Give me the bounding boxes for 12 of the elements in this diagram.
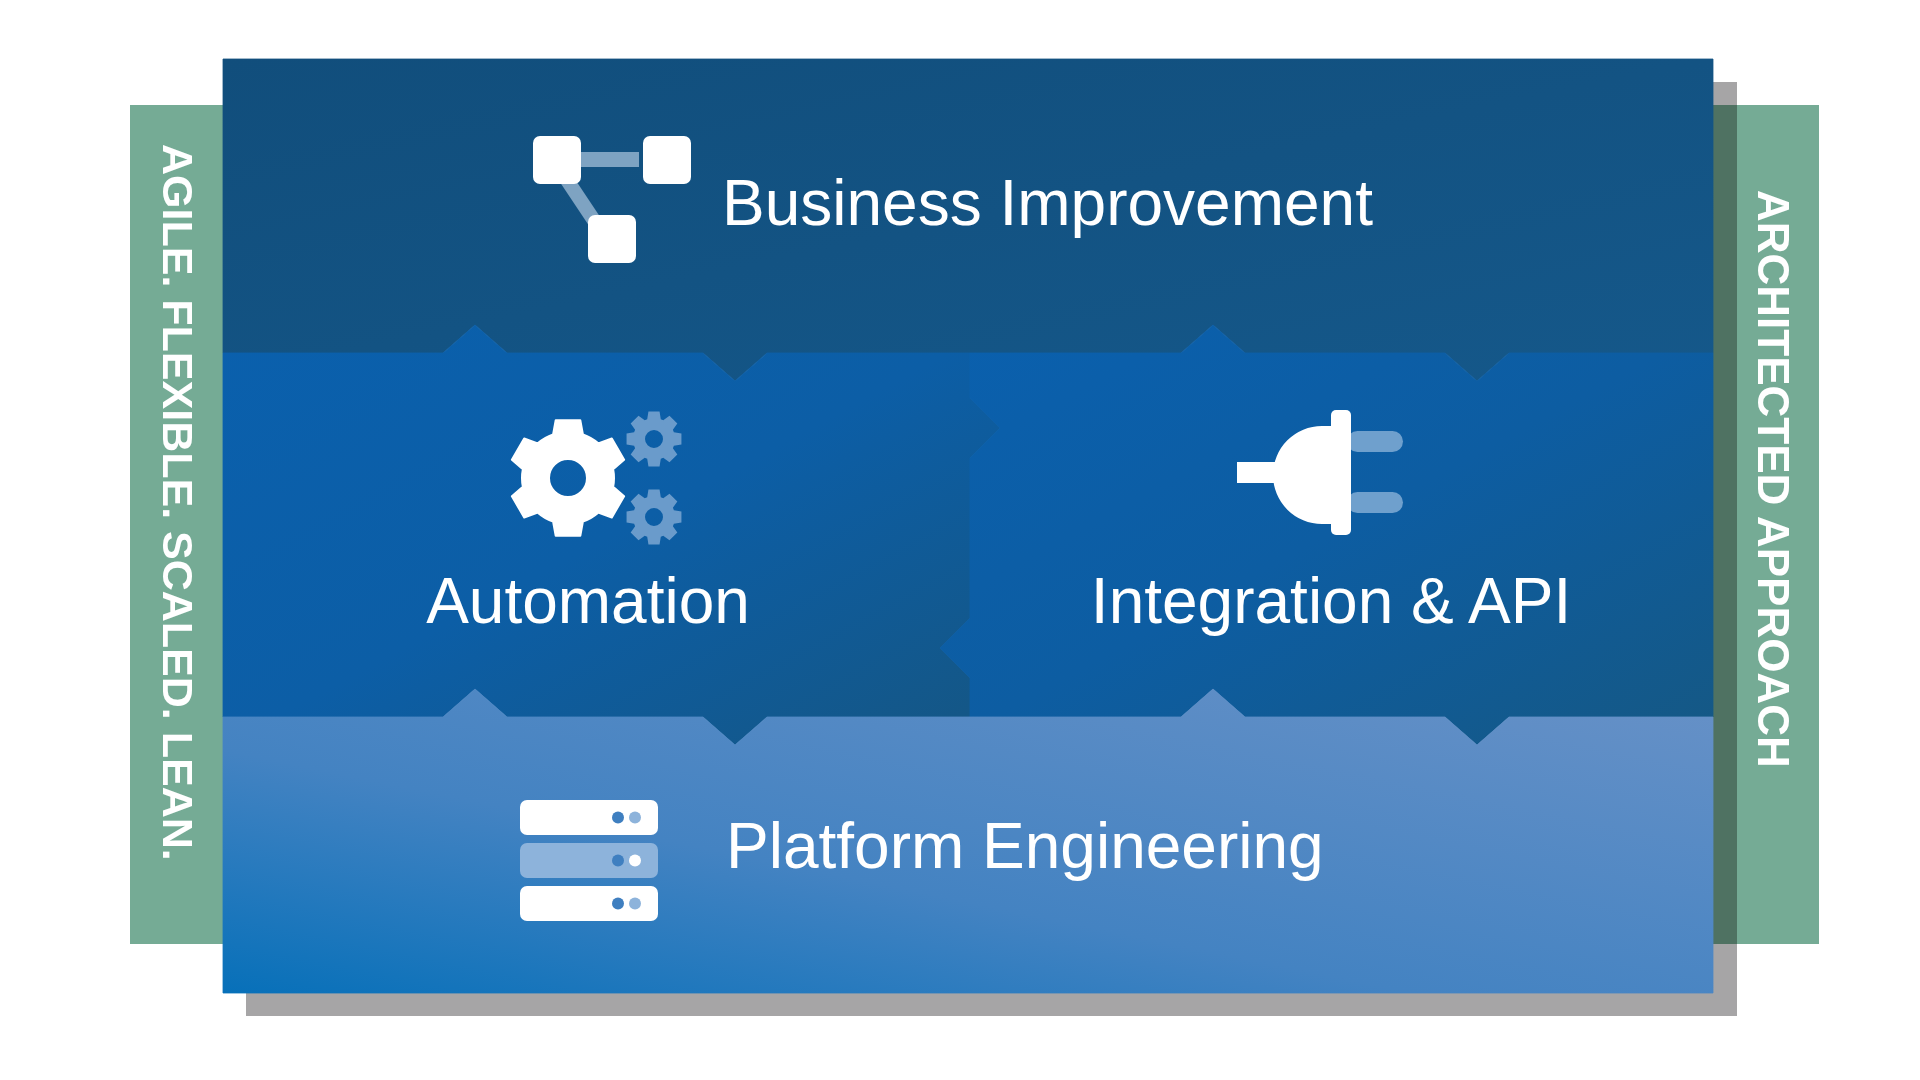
panel-heading: Integration & API <box>1090 564 1572 638</box>
panel-heading: Business Improvement <box>722 166 1373 240</box>
panel-heading: Platform Engineering <box>726 809 1324 883</box>
puzzle-panel <box>940 325 1713 745</box>
side-band <box>1737 105 1819 944</box>
side-band <box>130 105 223 944</box>
panel-heading: Automation <box>426 564 750 638</box>
puzzle-panel <box>223 689 1713 993</box>
puzzle-panel <box>223 325 1000 745</box>
puzzle-panel <box>223 59 1713 381</box>
band-label: AGILE. FLEXIBLE. SCALED. LEAN. <box>155 144 199 861</box>
band-label: ARCHITECTED APPROACH <box>1751 190 1795 768</box>
